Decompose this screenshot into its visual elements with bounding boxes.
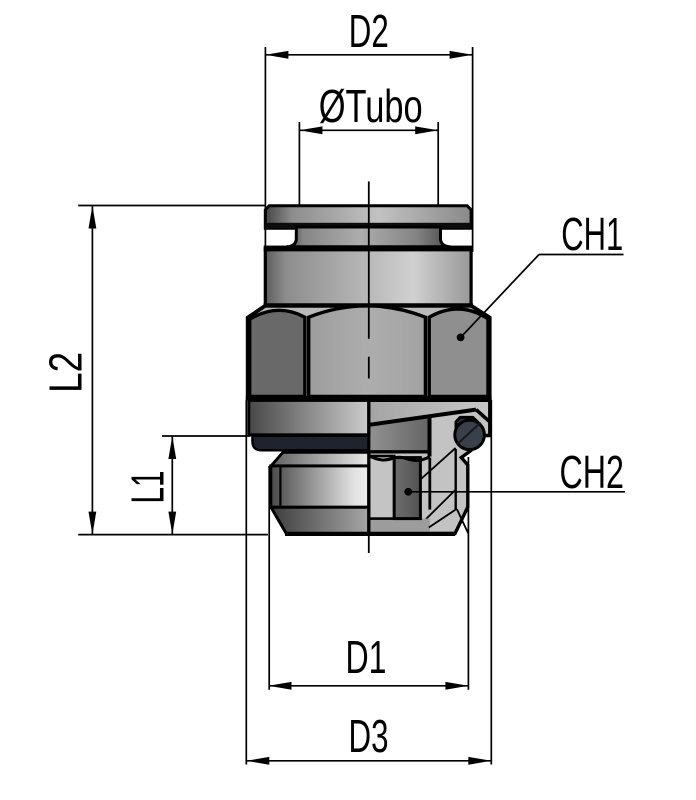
svg-text:L1: L1 <box>122 471 174 504</box>
svg-text:ØTubo: ØTubo <box>319 80 423 132</box>
svg-text:CH2: CH2 <box>559 446 624 498</box>
svg-text:CH1: CH1 <box>561 208 623 260</box>
svg-text:L2: L2 <box>40 352 92 393</box>
svg-text:D3: D3 <box>349 710 389 762</box>
svg-text:D2: D2 <box>349 5 389 57</box>
svg-text:D1: D1 <box>346 631 387 683</box>
